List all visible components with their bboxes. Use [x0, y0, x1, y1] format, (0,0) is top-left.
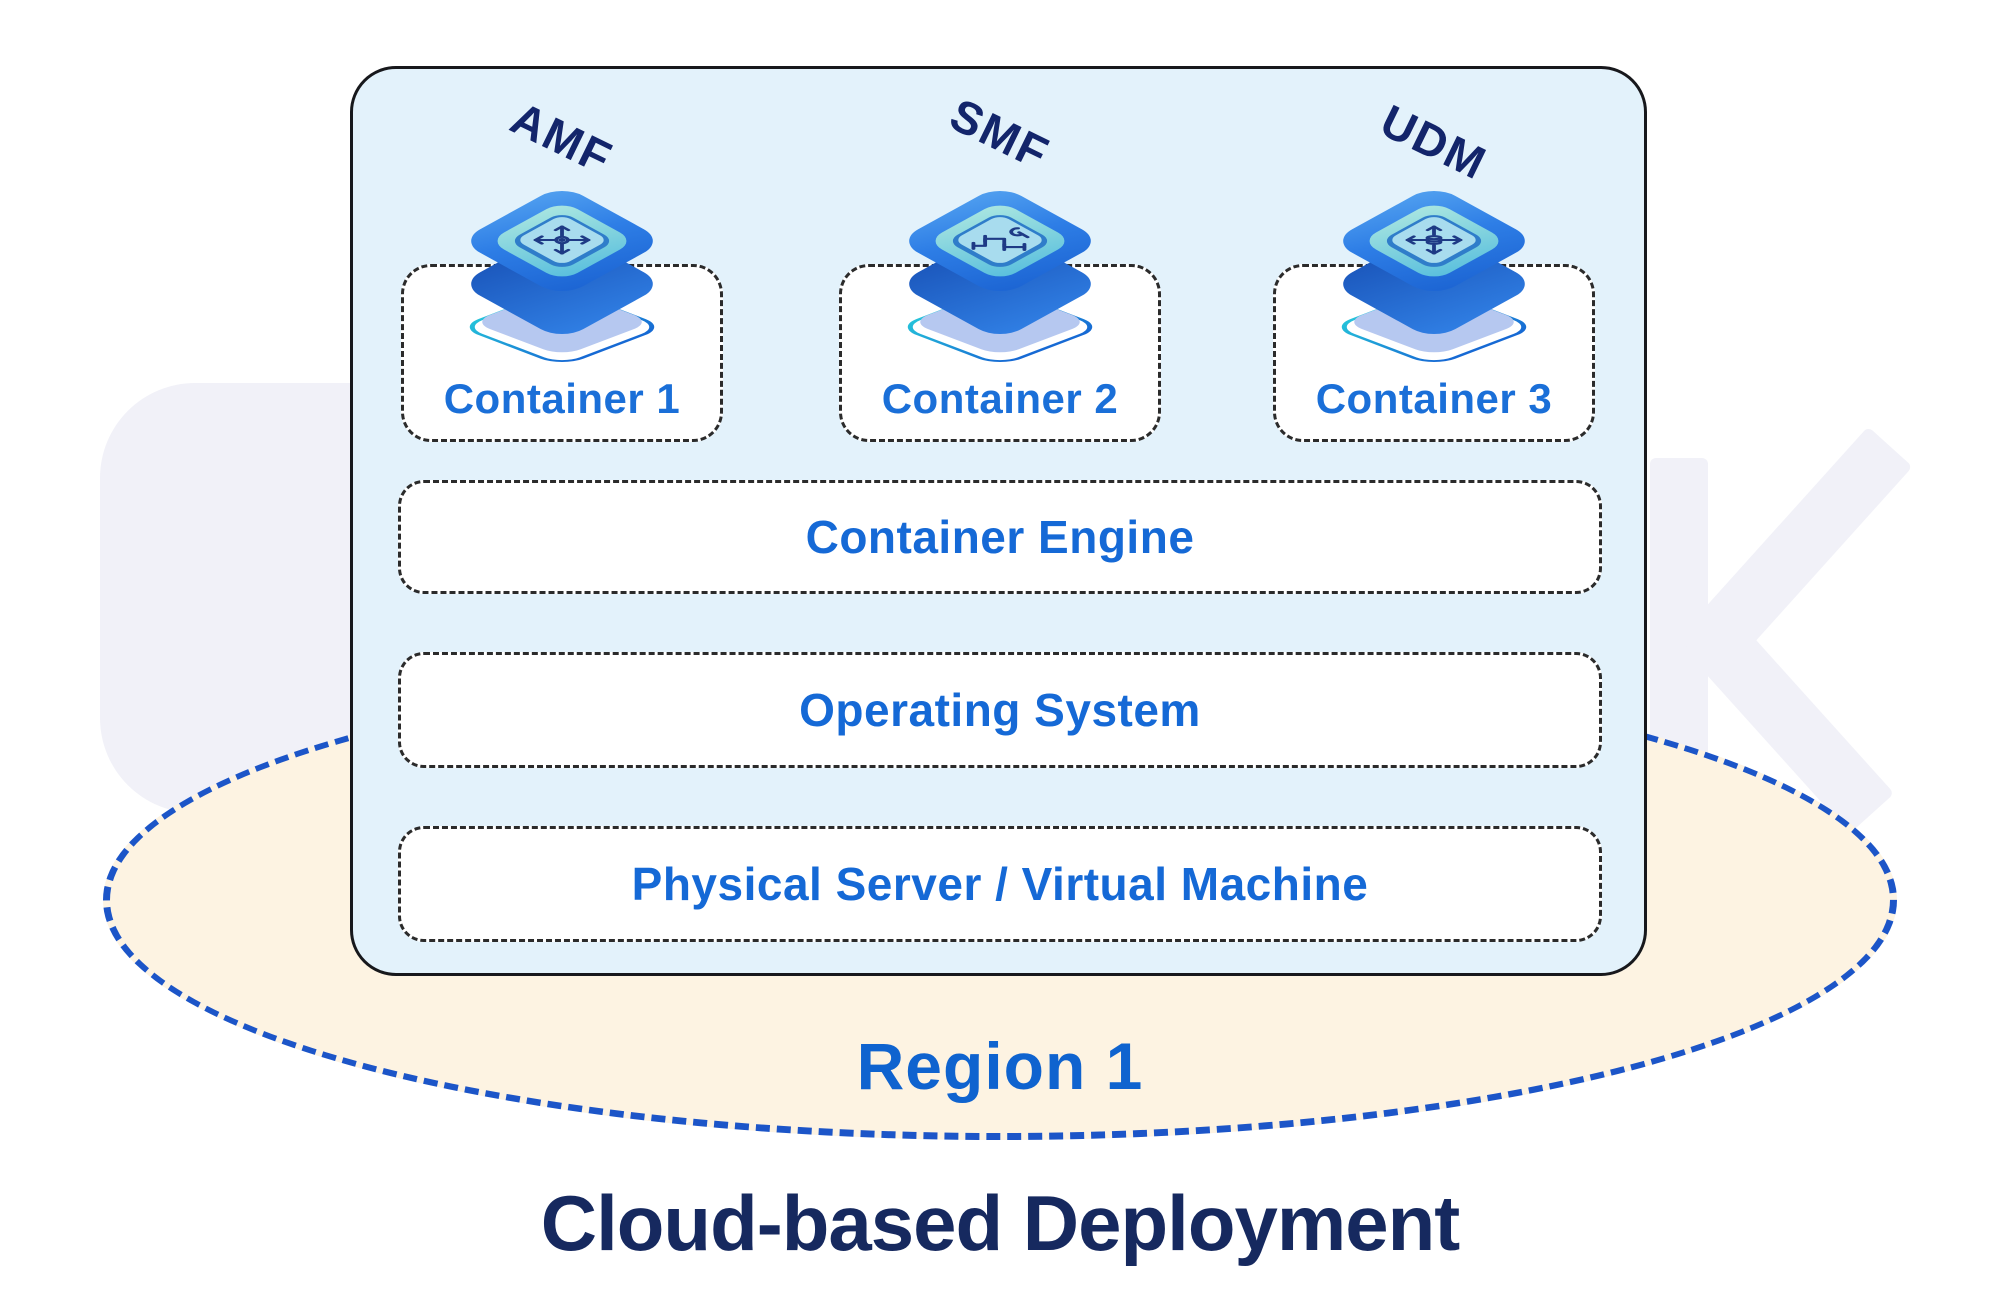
- udm-container-cube: [1299, 166, 1569, 396]
- operating-system-label: Operating System: [799, 684, 1201, 736]
- pipeline-wrench-icon: [966, 221, 1034, 258]
- container-engine-box: Container Engine: [398, 480, 1602, 594]
- page-title: Cloud-based Deployment: [540, 1179, 1460, 1267]
- scale-out-arrows-database-icon: [1400, 221, 1468, 258]
- amf-container-cube: [427, 166, 697, 396]
- container-3-label: Container 3: [1315, 375, 1553, 422]
- scale-out-arrows-gear-icon: [528, 221, 596, 258]
- container-2-label: Container 2: [881, 375, 1119, 422]
- operating-system-box: Operating System: [398, 652, 1602, 768]
- physical-server-label: Physical Server / Virtual Machine: [631, 858, 1369, 910]
- physical-server-box: Physical Server / Virtual Machine: [398, 826, 1602, 942]
- container-1-label: Container 1: [443, 375, 681, 422]
- smf-container-cube: [865, 166, 1135, 396]
- region-label: Region 1: [856, 1029, 1144, 1103]
- container-engine-label: Container Engine: [805, 511, 1195, 563]
